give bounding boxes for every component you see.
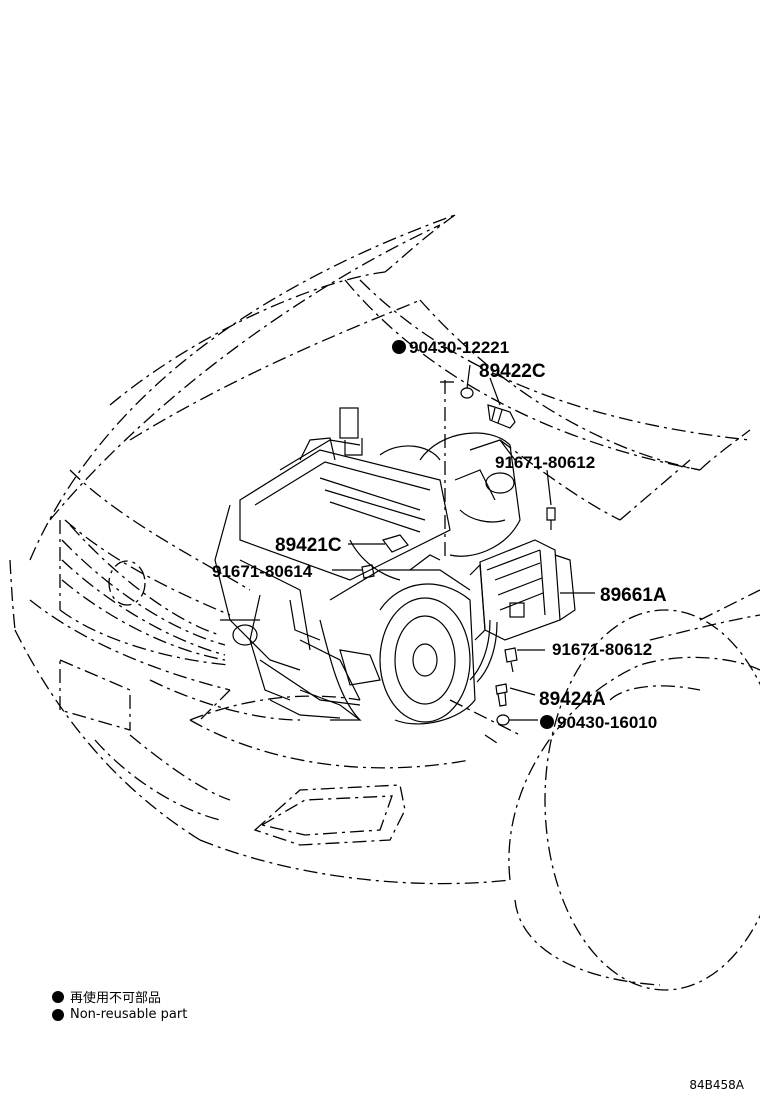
non-reusable-marker: [52, 990, 64, 1003]
non-reusable-marker: [52, 1008, 64, 1021]
ecu-and-bracket: [469, 539, 576, 683]
callout-label: 91671-80614: [212, 562, 313, 581]
sensor-and-fasteners: [361, 387, 556, 726]
callout-label: 90430-12221: [409, 338, 509, 357]
legend-text-en: Non-reusable part: [70, 1007, 188, 1022]
callout-label: 91671-80612: [552, 640, 652, 659]
callout-label: 89422C: [479, 361, 546, 382]
callout-label: 91671-80612: [495, 453, 595, 472]
legend-item-jp: 再使用不可部品: [52, 987, 161, 1006]
vehicle-body-outline: [9, 214, 760, 991]
non-reusable-marker: [540, 715, 554, 729]
callout-labels: 90430-12221 89422C 91671-80612 89421C 91…: [212, 338, 667, 732]
callout-label: 89421C: [275, 535, 342, 556]
callout-label: 89661A: [600, 585, 667, 606]
legend-item-en: Non-reusable part: [52, 1007, 187, 1022]
callout-label: 89424A: [539, 689, 606, 710]
figure-code: 84B458A: [689, 1078, 744, 1092]
engine-assembly: [214, 407, 521, 725]
leader-lines: [332, 364, 595, 721]
non-reusable-marker: [392, 340, 406, 354]
legend-text-jp: 再使用不可部品: [70, 991, 162, 1006]
callout-label: 90430-16010: [557, 713, 657, 732]
